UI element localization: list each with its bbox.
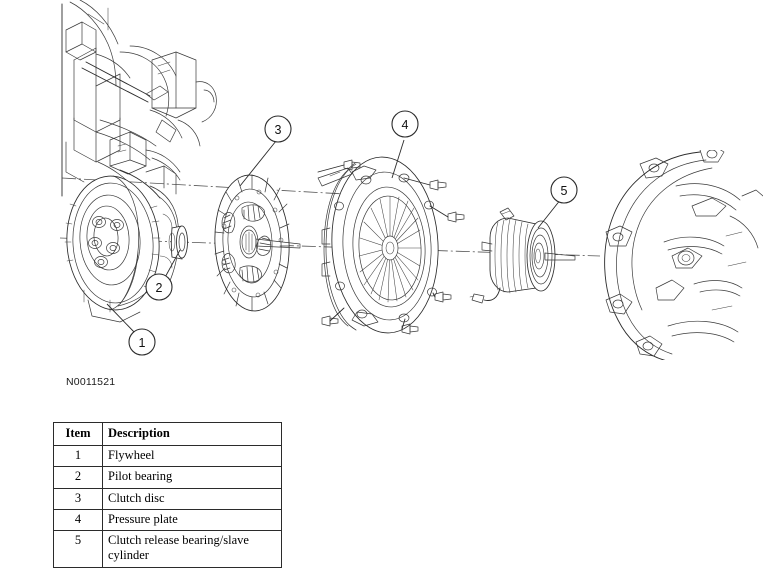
callout-2[interactable]: 2 (145, 273, 173, 301)
table-row: 3 Clutch disc (53, 487, 282, 510)
figure-id-label: N0011521 (66, 376, 116, 388)
callout-1[interactable]: 1 (128, 328, 156, 356)
flywheel-drawing (64, 175, 179, 323)
callout-leaders (106, 139, 562, 335)
table-row: 5 Clutch release bearing/slave cylinder (53, 530, 282, 568)
cell-item: 5 (53, 530, 103, 568)
cell-item: 3 (53, 487, 103, 510)
cell-description: Clutch release bearing/slave cylinder (102, 530, 282, 568)
parts-table-container: Item Description 1 Flywheel 2 Pilot bear… (53, 422, 282, 568)
cell-description: Flywheel (102, 444, 282, 468)
cell-description: Pressure plate (102, 508, 282, 532)
clutch-assembly-figure: .ln { fill:none; stroke:#2b2b2b; stroke-… (59, 0, 763, 388)
table-row: 2 Pilot bearing (53, 466, 282, 489)
table-row: 4 Pressure plate (53, 508, 282, 532)
transmission-bellhousing-drawing (604, 150, 763, 360)
cell-description: Pilot bearing (102, 466, 282, 489)
callout-5[interactable]: 5 (550, 176, 578, 204)
callout-5-label: 5 (561, 184, 568, 198)
column-header-description: Description (102, 422, 282, 446)
callout-1-label: 1 (139, 336, 146, 350)
table-row: 1 Flywheel (53, 444, 282, 468)
column-header-item: Item (53, 422, 103, 446)
cell-item: 1 (53, 444, 103, 468)
callout-3-label: 3 (275, 123, 282, 137)
clutch-assembly-drawing: .ln { fill:none; stroke:#2b2b2b; stroke-… (59, 0, 763, 360)
callout-4[interactable]: 4 (391, 110, 419, 138)
cell-item: 4 (53, 508, 103, 532)
clutch-release-bearing-drawing (469, 207, 576, 304)
cell-item: 2 (53, 466, 103, 489)
callout-4-label: 4 (402, 118, 409, 132)
cell-description: Clutch disc (102, 487, 282, 510)
pressure-plate-drawing (317, 156, 439, 334)
parts-table: Item Description 1 Flywheel 2 Pilot bear… (53, 422, 282, 568)
table-header-row: Item Description (53, 422, 282, 446)
callout-2-label: 2 (156, 281, 163, 295)
engine-block-drawing (61, 0, 217, 199)
clutch-disc-drawing (214, 174, 301, 312)
callout-3[interactable]: 3 (264, 115, 292, 143)
pressure-plate-bolts (317, 159, 465, 335)
